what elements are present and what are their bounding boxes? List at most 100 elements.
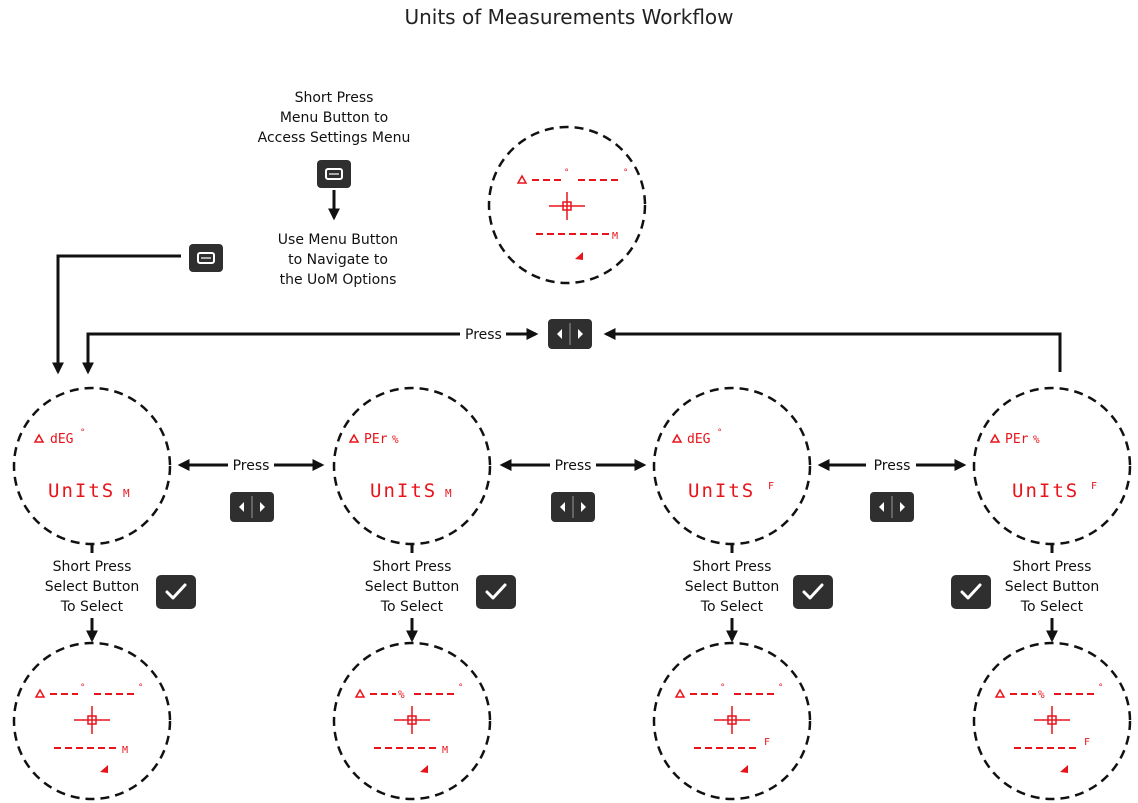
select-line-1: Short Press (693, 559, 772, 575)
incline-unit-right: ° (458, 683, 463, 693)
select-step-2: Short Press Select Button To Select (365, 544, 518, 643)
menu-button-icon-side[interactable] (188, 243, 224, 273)
incline-icon (348, 433, 360, 443)
units-label: UnItS (688, 480, 755, 502)
press-label-1: Press (233, 458, 270, 474)
incline-mode-label: PEr (364, 432, 388, 447)
left-right-buttons-icon[interactable] (869, 491, 915, 523)
units-value: M (123, 487, 130, 500)
result-screen-1: ° ° M (12, 641, 172, 801)
left-right-buttons-icon[interactable] (550, 491, 596, 523)
incline-unit: ° (720, 683, 725, 693)
units-screen-3: dEG ° UnItS F (652, 386, 812, 546)
checkmark-button-icon[interactable] (474, 573, 518, 611)
incline-unit-right: ° (138, 683, 143, 693)
units-screen-circle (12, 386, 172, 546)
incline-icon (671, 433, 683, 443)
signal-icon (740, 765, 748, 773)
select-line-2: Select Button (685, 579, 780, 595)
signal-icon (575, 252, 583, 260)
menu-button-icon[interactable] (316, 159, 352, 189)
signal-icon (100, 765, 108, 773)
select-line-2: Select Button (45, 579, 140, 595)
incline-mode-label: PEr (1005, 432, 1029, 447)
select-line-2: Select Button (1005, 579, 1100, 595)
range-unit: M (442, 745, 448, 756)
incline-mode-label: dEG (50, 432, 74, 447)
units-label: UnItS (1012, 480, 1079, 502)
checkmark-button-icon[interactable] (791, 573, 835, 611)
incline-icon (33, 433, 45, 443)
top-incline-unit: ° (564, 168, 569, 178)
units-label: UnItS (48, 480, 115, 502)
crosshair-center (87, 715, 97, 725)
incline-mode-label: dEG (687, 432, 711, 447)
incline-mode-symbol: ° (80, 428, 85, 438)
result-screen-3: ° ° F (652, 641, 812, 801)
range-unit: F (764, 737, 770, 748)
incline-mode-symbol: ° (717, 428, 722, 438)
left-right-buttons-icon[interactable] (547, 318, 593, 350)
incline-unit-right: ° (778, 683, 783, 693)
incline-unit: % (398, 688, 405, 701)
units-screen-4: PEr % UnItS F (972, 386, 1132, 546)
crosshair-center (562, 201, 572, 211)
units-value: M (445, 487, 452, 500)
select-line-3: To Select (380, 599, 444, 615)
units-screen-1: dEG ° UnItS M (12, 386, 172, 546)
incline-icon (994, 688, 1006, 698)
top-range-unit: M (612, 231, 618, 242)
left-right-buttons-icon[interactable] (229, 491, 275, 523)
crosshair-center (1047, 715, 1057, 725)
select-step-4: Short Press Select Button To Select (949, 544, 1100, 643)
result-screen-2: % ° M (332, 641, 492, 801)
arrow-loop-left (82, 332, 460, 375)
menu-navigate-instruction: Use Menu Button to Navigate to the UoM O… (278, 232, 398, 288)
incline-icon (989, 433, 1001, 443)
crosshair-center (407, 715, 417, 725)
top-reticle-screen: ° ° M (487, 125, 647, 285)
signal-icon (420, 765, 428, 773)
press-label-2: Press (555, 458, 592, 474)
menu-access-line-1: Short Press (295, 90, 374, 106)
page-title: Units of Measurements Workflow (404, 5, 733, 29)
menu-access-line-3: Access Settings Menu (258, 130, 411, 146)
select-line-1: Short Press (53, 559, 132, 575)
incline-icon (354, 688, 366, 698)
units-screen-circle (972, 386, 1132, 546)
incline-unit: % (1038, 688, 1045, 701)
arrow-menu-to-first-screen (52, 254, 181, 375)
menu-navigate-line-3: the UoM Options (280, 272, 397, 288)
press-label-loop: Press (465, 327, 502, 343)
units-screen-2: PEr % UnItS M (332, 386, 492, 546)
menu-access-line-2: Menu Button to (280, 110, 388, 126)
select-line-2: Select Button (365, 579, 460, 595)
select-line-3: To Select (700, 599, 764, 615)
select-line-1: Short Press (373, 559, 452, 575)
arrow-loop-right (603, 328, 1062, 372)
incline-icon (674, 688, 686, 698)
units-screen-circle (652, 386, 812, 546)
checkmark-button-icon[interactable] (949, 573, 993, 611)
crosshair-center (727, 715, 737, 725)
menu-navigate-line-2: to Navigate to (288, 252, 388, 268)
incline-unit-right: ° (1098, 683, 1103, 693)
incline-icon (516, 174, 528, 184)
units-value: F (768, 481, 774, 492)
menu-navigate-line-1: Use Menu Button (278, 232, 398, 248)
incline-mode-symbol: % (392, 433, 399, 446)
top-incline-unit-right: ° (623, 168, 628, 178)
incline-icon (34, 688, 46, 698)
incline-mode-symbol: % (1033, 433, 1040, 446)
select-step-1: Short Press Select Button To Select (45, 544, 198, 643)
incline-unit: ° (80, 683, 85, 693)
checkmark-button-icon[interactable] (154, 573, 198, 611)
result-screen-4: % ° F (972, 641, 1132, 801)
range-unit: M (122, 745, 128, 756)
press-label-3: Press (874, 458, 911, 474)
select-line-1: Short Press (1013, 559, 1092, 575)
signal-icon (1060, 765, 1068, 773)
select-line-3: To Select (1020, 599, 1084, 615)
units-label: UnItS (370, 480, 437, 502)
